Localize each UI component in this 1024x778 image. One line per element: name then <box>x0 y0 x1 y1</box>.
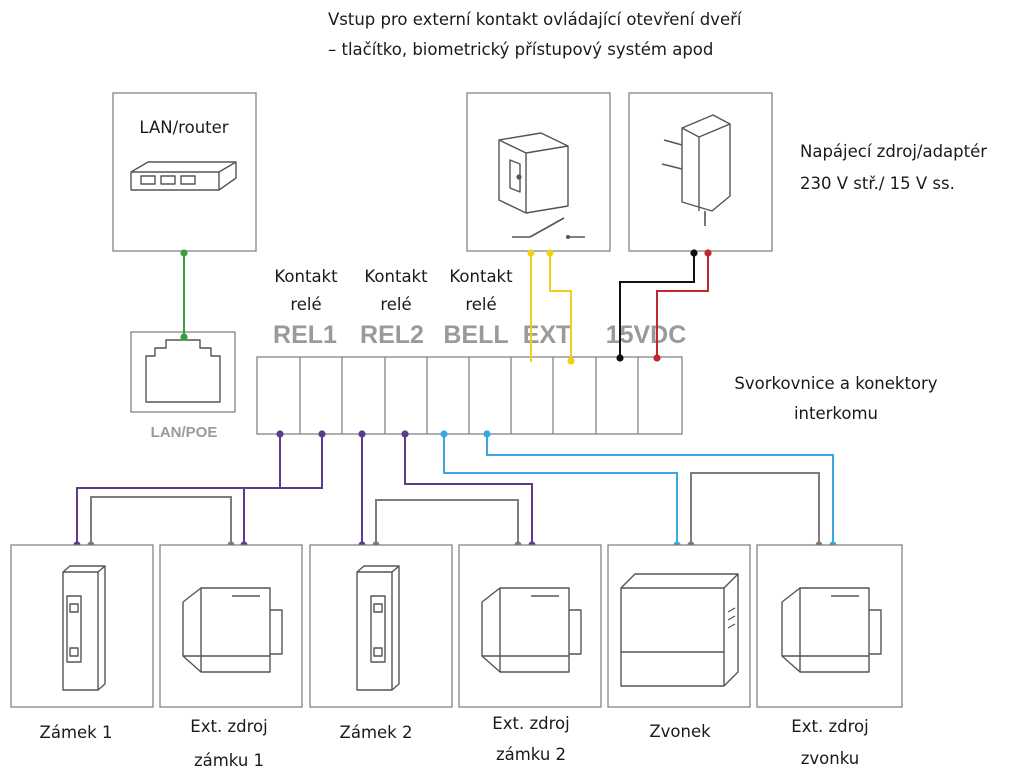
din-power-supply-icon <box>781 587 882 673</box>
dot-ext-top-1 <box>527 249 535 257</box>
wire-gray-rel1 <box>90 496 232 545</box>
relay-contact-sub-2: relé <box>380 295 411 314</box>
header-note-line2: – tlačítko, biometrický přístupový systé… <box>328 40 713 59</box>
dot-15vdc-black <box>616 354 624 362</box>
dot-rel2-b <box>401 430 409 438</box>
terminal-rel2: REL2 <box>360 321 424 349</box>
door-lock-icon <box>62 565 106 691</box>
device-label-zamek-1: Zámek 1 <box>40 723 113 742</box>
device-ext-zdroj-zamku-2 <box>458 544 602 708</box>
dot-15vdc-red <box>653 354 661 362</box>
device-sublabel-zdroj-3: zvonku <box>801 749 859 768</box>
device-ext-zdroj-zamku-1 <box>159 544 303 708</box>
device-label-zamek-2: Zámek 2 <box>340 723 413 742</box>
relay-contact-sub-1: relé <box>290 295 321 314</box>
device-label-zvonek: Zvonek <box>649 722 711 741</box>
din-power-supply-icon <box>182 587 283 673</box>
device-sublabel-zdroj-2: zámku 2 <box>496 745 566 764</box>
wire-yellow-ext-2 <box>549 253 572 362</box>
lan-router-label: LAN/router <box>139 118 228 137</box>
wire-purple-rel1-b <box>243 435 323 545</box>
power-adapter-line1: Napájecí zdroj/adaptér <box>800 142 987 161</box>
device-zvonek <box>607 544 751 708</box>
dot-bell-b <box>483 430 491 438</box>
wire-red-15vdc <box>656 253 709 358</box>
wires <box>76 252 834 545</box>
power-plug-icon <box>661 114 731 226</box>
device-zamek-1 <box>10 544 154 708</box>
terminal-block-line1: Svorkovnice a konektory <box>734 374 937 393</box>
relay-contact-label-1: Kontakt <box>274 267 338 286</box>
dot-bell-a <box>440 430 448 438</box>
wire-blue-bell-b <box>486 435 834 545</box>
dot-ext-term-2 <box>567 357 575 365</box>
relay-contact-label-3: Kontakt <box>449 267 513 286</box>
switch-symbol-icon <box>512 217 585 239</box>
wire-gray-rel2 <box>375 499 519 545</box>
terminal-rel1: REL1 <box>273 321 337 349</box>
terminal-block <box>256 356 683 435</box>
power-adapter <box>628 92 773 252</box>
external-contact <box>466 92 611 252</box>
relay-contact-label-2: Kontakt <box>364 267 428 286</box>
network-switch-icon <box>130 161 237 191</box>
device-zamek-2 <box>309 544 453 708</box>
din-power-supply-icon <box>481 587 582 673</box>
wire-purple-rel1-a <box>76 435 281 545</box>
device-label-zdroj-3: Ext. zdroj <box>791 717 868 736</box>
dot-adapter-black <box>690 249 698 257</box>
dot-lan-router <box>180 249 188 257</box>
push-button-icon <box>498 132 569 214</box>
lan-poe-label: LAN/POE <box>151 424 218 441</box>
wire-blue-bell-a <box>443 435 678 545</box>
dot-rel1-a <box>276 430 284 438</box>
terminal-15vdc: 15VDC <box>606 321 687 349</box>
relay-contact-sub-3: relé <box>465 295 496 314</box>
terminal-ext: EXT <box>523 321 572 349</box>
terminal-block-line2: interkomu <box>794 404 878 423</box>
dot-rel1-b <box>318 430 326 438</box>
dot-adapter-red <box>704 249 712 257</box>
terminal-bell: BELL <box>443 321 508 349</box>
header-note-line1: Vstup pro externí kontakt ovládající ote… <box>328 10 743 29</box>
lan-router: LAN/router <box>112 92 257 252</box>
wire-gray-bell <box>690 472 820 545</box>
door-lock-icon <box>356 565 400 691</box>
lan-poe-port: LAN/POE <box>130 331 236 441</box>
bell-unit-icon <box>620 573 739 687</box>
dot-rel2-a <box>358 430 366 438</box>
power-adapter-line2: 230 V stř./ 15 V ss. <box>800 174 955 193</box>
device-label-zdroj-1: Ext. zdroj <box>190 717 267 736</box>
device-ext-zdroj-zvonku <box>756 544 903 708</box>
wire-black-15vdc <box>619 253 695 358</box>
dot-ext-top-2 <box>546 249 554 257</box>
device-label-zdroj-2: Ext. zdroj <box>492 714 569 733</box>
wire-purple-rel2-b <box>404 435 533 545</box>
dot-lan-poe <box>180 333 188 341</box>
device-sublabel-zdroj-1: zámku 1 <box>194 751 264 770</box>
